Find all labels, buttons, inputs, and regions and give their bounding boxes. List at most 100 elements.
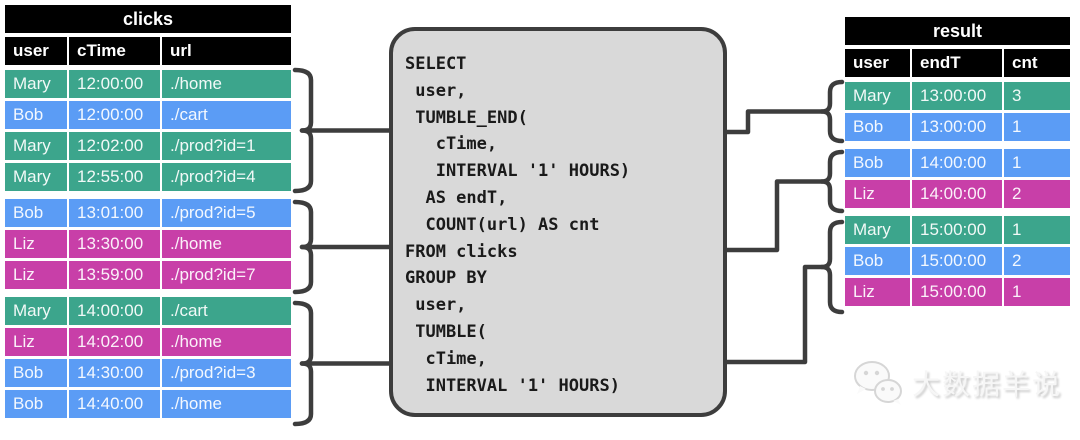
- table-cell: 1: [1004, 149, 1070, 177]
- result-table-title: result: [845, 17, 1070, 45]
- watermark: 大数据羊说: [852, 360, 1062, 406]
- table-cell: 12:00:00: [69, 101, 160, 129]
- table-cell: Liz: [845, 278, 910, 306]
- table-cell: ./home: [162, 230, 291, 258]
- connector-line-right-1: [722, 109, 825, 135]
- table-cell: 15:00:00: [912, 278, 1002, 306]
- table-cell: Mary: [5, 163, 67, 191]
- table-cell: Bob: [845, 113, 910, 141]
- table-cell: ./prod?id=3: [162, 359, 291, 387]
- table-cell: ./cart: [162, 297, 291, 325]
- clicks-table-header: user cTime url: [5, 37, 291, 65]
- clicks-column-header-ctime: cTime: [69, 37, 160, 65]
- table-cell: ./prod?id=1: [162, 132, 291, 160]
- table-cell: 13:30:00: [69, 230, 160, 258]
- table-cell: Liz: [5, 328, 67, 356]
- table-cell: 14:30:00: [69, 359, 160, 387]
- table-cell: 13:00:00: [912, 113, 1002, 141]
- table-cell: 1: [1004, 113, 1070, 141]
- connector-line-right-3: [722, 264, 825, 365]
- table-cell: 14:40:00: [69, 390, 160, 418]
- result-table-header: user endT cnt: [845, 49, 1070, 77]
- table-cell: 13:01:00: [69, 199, 160, 227]
- table-cell: 13:00:00: [912, 82, 1002, 110]
- table-cell: ./cart: [162, 101, 291, 129]
- table-cell: 14:02:00: [69, 328, 160, 356]
- result-column-header-user: user: [845, 49, 910, 77]
- table-cell: 2: [1004, 180, 1070, 208]
- sql-code: SELECT user, TUMBLE_END( cTime, INTERVAL…: [405, 54, 631, 396]
- table-cell: Bob: [5, 199, 67, 227]
- table-cell: 1: [1004, 216, 1070, 244]
- clicks-column-header-user: user: [5, 37, 67, 65]
- table-cell: 15:00:00: [912, 247, 1002, 275]
- table-cell: Mary: [845, 216, 910, 244]
- table-cell: Liz: [5, 261, 67, 289]
- table-cell: ./prod?id=7: [162, 261, 291, 289]
- table-cell: ./home: [162, 390, 291, 418]
- group-brace-result-13h: [819, 79, 845, 144]
- clicks-table-title: clicks: [5, 5, 291, 33]
- table-cell: 1: [1004, 278, 1070, 306]
- table-cell: 15:00:00: [912, 216, 1002, 244]
- table-cell: Mary: [845, 82, 910, 110]
- table-cell: 14:00:00: [912, 149, 1002, 177]
- table-cell: Bob: [5, 390, 67, 418]
- table-cell: Mary: [5, 132, 67, 160]
- table-cell: 13:59:00: [69, 261, 160, 289]
- table-cell: 12:02:00: [69, 132, 160, 160]
- group-brace-result-15h: [819, 219, 845, 315]
- table-cell: ./home: [162, 328, 291, 356]
- group-brace-clicks-12h: [292, 67, 314, 194]
- table-cell: 2: [1004, 247, 1070, 275]
- table-cell: Mary: [5, 297, 67, 325]
- table-cell: Liz: [5, 230, 67, 258]
- watermark-text: 大数据羊说: [912, 369, 1063, 400]
- table-cell: 14:00:00: [912, 180, 1002, 208]
- table-cell: 12:55:00: [69, 163, 160, 191]
- clicks-column-header-url: url: [162, 37, 291, 65]
- table-cell: 12:00:00: [69, 70, 160, 98]
- sql-query-box: SELECT user, TUMBLE_END( cTime, INTERVAL…: [389, 27, 727, 417]
- table-cell: Bob: [845, 149, 910, 177]
- table-cell: Bob: [845, 247, 910, 275]
- table-cell: Bob: [5, 101, 67, 129]
- group-brace-result-14h: [819, 149, 845, 214]
- result-column-header-endt: endT: [912, 49, 1002, 77]
- wechat-icon: [854, 361, 902, 405]
- connector-line-right-2: [722, 179, 825, 253]
- result-column-header-cnt: cnt: [1004, 49, 1070, 77]
- table-cell: Mary: [5, 70, 67, 98]
- group-brace-clicks-14h: [292, 300, 314, 427]
- table-cell: ./prod?id=5: [162, 199, 291, 227]
- table-cell: ./home: [162, 70, 291, 98]
- table-cell: 3: [1004, 82, 1070, 110]
